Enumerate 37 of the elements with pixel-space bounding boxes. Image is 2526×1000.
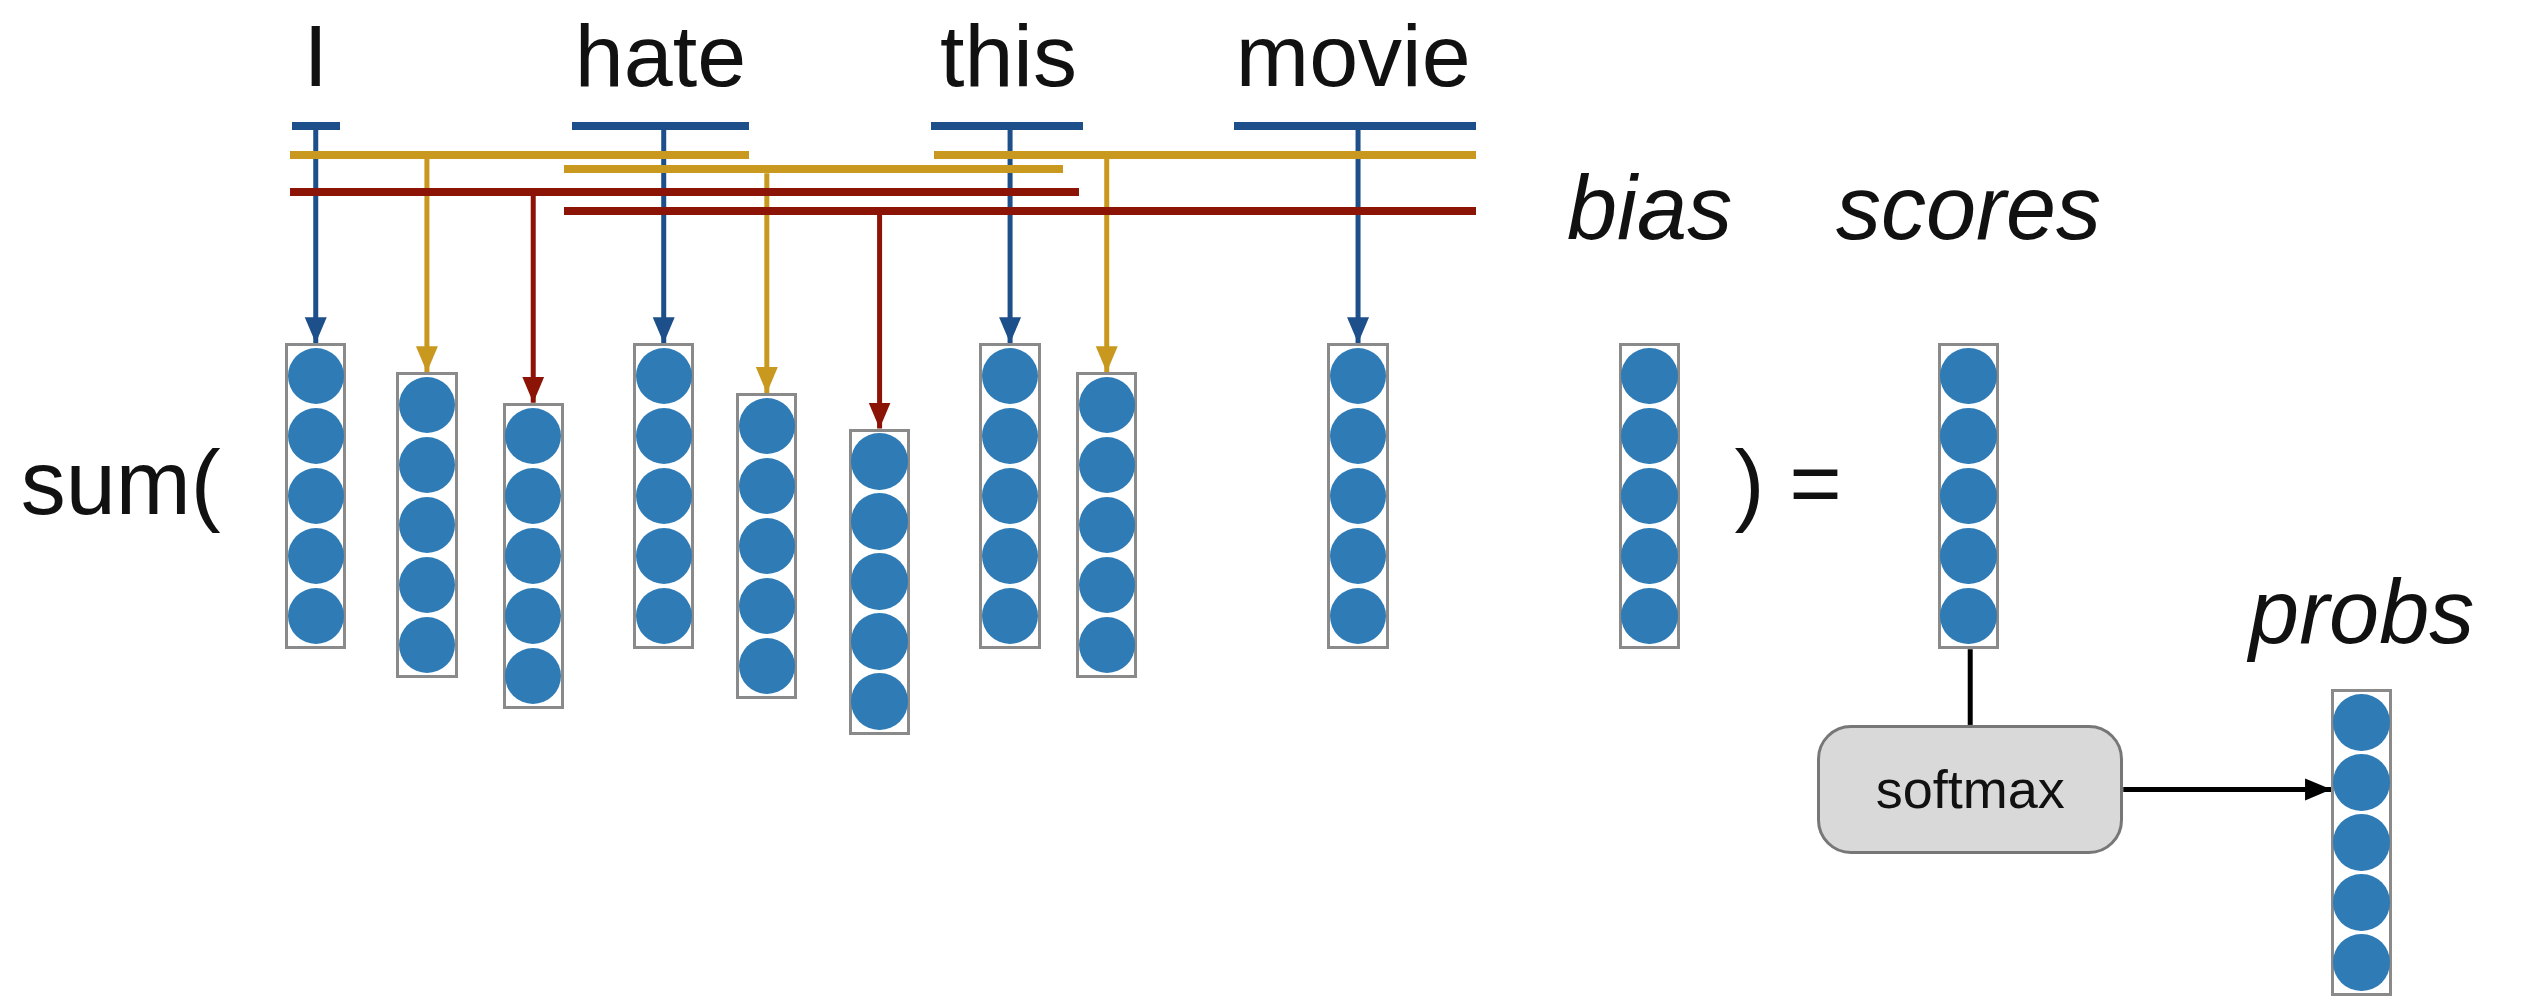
arrow: [755, 173, 778, 394]
word-label: movie: [1235, 12, 1471, 100]
arrow: [415, 158, 438, 373]
vector-column: [848, 428, 911, 735]
arrow: [522, 195, 545, 403]
line-bar: [563, 207, 1476, 216]
vector-column: [502, 402, 564, 709]
connector-line: [1967, 649, 1973, 725]
line-bar: [289, 150, 750, 159]
arrow: [1347, 129, 1370, 344]
line-bar: [1234, 121, 1476, 130]
arrow: [999, 129, 1022, 344]
arrow: [1095, 158, 1118, 373]
vector-column: [633, 343, 695, 650]
vector-column: [1327, 343, 1389, 650]
arrow: [868, 215, 891, 429]
arrow: [304, 129, 327, 344]
word-label: this: [940, 12, 1077, 100]
word-label: I: [303, 12, 328, 100]
line-bar: [291, 121, 340, 130]
arrow: [652, 129, 675, 344]
vector-column: [979, 343, 1041, 650]
line-bar: [563, 165, 1064, 174]
arrow: [2123, 778, 2332, 801]
line-bar: [289, 187, 1080, 196]
word-label: hate: [574, 12, 747, 100]
line-bar: [934, 150, 1476, 159]
vector-caption: scores: [1836, 162, 2102, 253]
vector-column: [396, 372, 458, 679]
vector-column: [1076, 372, 1138, 679]
process-box: [1817, 724, 2124, 854]
vector-column: [285, 343, 347, 650]
line-bar: [931, 121, 1083, 130]
process-label: softmax: [1875, 758, 2065, 821]
vector-column: [736, 393, 798, 700]
line-bar: [571, 121, 750, 130]
vector-caption: bias: [1567, 162, 1733, 253]
